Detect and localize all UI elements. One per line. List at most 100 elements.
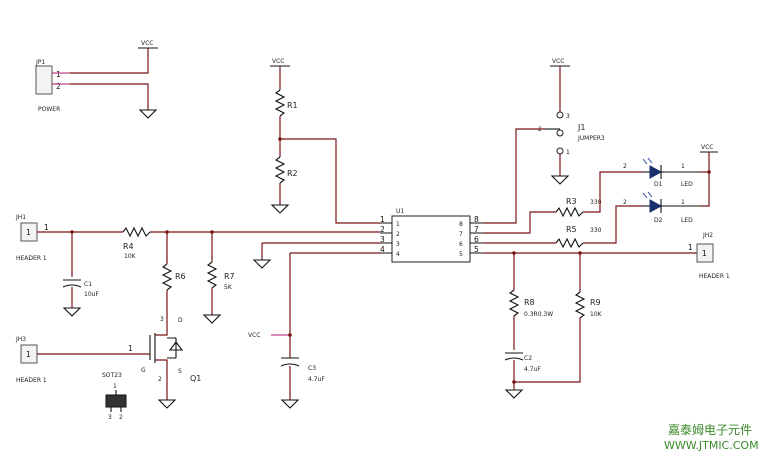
r4-resistor: R4 10K: [122, 226, 151, 260]
sot23-pin-bl: 3: [108, 414, 112, 421]
u1-pin5: 5: [474, 245, 479, 254]
u1-in-pin2: 2: [396, 231, 400, 238]
u1-pin4: 4: [380, 245, 385, 254]
watermark-cn: 嘉泰姆电子元件: [668, 423, 752, 437]
jp1-pin2: 2: [56, 82, 61, 91]
r9-ref: R9: [590, 298, 601, 307]
j1-pin1: 1: [566, 149, 570, 156]
u1-pin3-net: [261, 242, 380, 260]
sot23-label: SOT23: [102, 372, 122, 379]
led-vcc-label: VCC: [701, 144, 713, 151]
jh1-name: HEADER 1: [16, 255, 47, 262]
c3-vcc-label: VCC: [248, 332, 260, 339]
j1-jumper: VCC 3 2 1 J1 JUMPER3: [538, 58, 605, 185]
c1-value: 10uF: [84, 291, 99, 298]
d1-type: LED: [681, 181, 693, 188]
jh3-ref: JH3: [15, 336, 26, 343]
led-vcc-rail: VCC: [700, 144, 718, 207]
d2-pin1: 1: [681, 199, 685, 206]
u1-pin1: 1: [380, 215, 385, 224]
u1-pin6: 6: [474, 235, 479, 244]
d2-type: LED: [681, 217, 693, 224]
r3-value: 330: [590, 199, 602, 206]
sot23-footprint: SOT23 1 3 2: [102, 372, 127, 421]
q1-mark-s: S: [178, 368, 182, 375]
u1-in-pin1: 1: [396, 221, 400, 228]
u1-pin8-net: [484, 128, 545, 224]
u1-ref: U1: [396, 208, 404, 215]
r8-resistor: R8 0.3R0.3W: [508, 253, 553, 350]
jp1-connector: JP1 1 2 POWER: [35, 59, 61, 113]
r9-value: 10K: [590, 311, 603, 318]
u1-pin8: 8: [474, 215, 479, 224]
r6-ref: R6: [175, 272, 186, 281]
jh3-pin-num: 1: [128, 344, 133, 353]
c3-value: 4.7uF: [308, 376, 325, 383]
c3-ref: C3: [308, 365, 316, 372]
jh3-pin-box: 1: [26, 350, 31, 359]
u1-pin2: 2: [380, 225, 385, 234]
d1-pin1: 1: [681, 163, 685, 170]
d1-led: 2 1 D1 LED: [623, 157, 700, 188]
c1-capacitor: C1 10uF: [62, 232, 99, 317]
sot23-pin-top: 1: [113, 383, 117, 390]
jh2-name: HEADER 1: [699, 273, 730, 280]
jh1-connector: JH1 1 1 HEADER 1: [15, 214, 49, 262]
u1-ic: U1 1 2 3 4 8 7 6 5 1 2 3 4 8 7 6 5: [380, 208, 484, 263]
u1-in-pin6: 6: [459, 241, 463, 248]
j1-vcc-label: VCC: [552, 58, 564, 65]
u1-pin7-net: [484, 171, 643, 234]
c2-capacitor: C2 4.7uF: [504, 352, 541, 399]
u1-pin6-net: [484, 205, 643, 244]
sot23-pin-br: 2: [119, 414, 123, 421]
r7-resistor: R7 5K: [202, 232, 235, 324]
jp1-ref: JP1: [35, 59, 45, 66]
q1-pin-drain: 3: [160, 316, 164, 323]
u1-pin7: 7: [474, 225, 479, 234]
d1-pin2: 2: [623, 163, 627, 170]
q1-ref: Q1: [190, 374, 201, 383]
r7-value: 5K: [224, 284, 233, 291]
jh3-connector: JH3 1 1 HEADER 1: [15, 336, 133, 384]
r6-resistor: R6: [161, 232, 186, 318]
jh2-connector: 1 JH2 1 HEADER 1: [688, 232, 730, 280]
u1-in-pin8: 8: [459, 221, 463, 228]
r1-ref: R1: [287, 101, 298, 110]
jp1-pin1: 1: [56, 70, 61, 79]
r9-resistor: R9 10K: [514, 253, 603, 383]
jp1-vcc-label: VCC: [141, 40, 153, 47]
watermark-url: WWW.JTMIC.COM: [664, 439, 759, 452]
q1-pin-source: 2: [158, 376, 162, 383]
jh2-pin-box: 1: [702, 249, 707, 258]
jh1-pin-box: 1: [26, 228, 31, 237]
jh2-ref: JH2: [702, 232, 713, 239]
u1-pin4-net: [289, 252, 380, 358]
r2-ref: R2: [287, 169, 298, 178]
c2-value: 4.7uF: [524, 366, 541, 373]
r3-ref: R3: [566, 197, 577, 206]
d2-ref: D2: [654, 217, 663, 224]
r5-value: 330: [590, 227, 602, 234]
u1-in-pin4: 4: [396, 251, 400, 258]
r4-ref: R4: [123, 242, 134, 251]
r3-resistor: R3 330: [555, 197, 602, 218]
d1-ref: D1: [654, 181, 663, 188]
jh1-ref: JH1: [15, 214, 26, 221]
q1-mosfet: 3 D S G 2 Q1: [141, 316, 201, 409]
jh3-name: HEADER 1: [16, 377, 47, 384]
q1-mark-g: G: [141, 367, 146, 374]
c3-capacitor: VCC C3 4.7uF: [248, 332, 325, 409]
r8-ref: R8: [524, 298, 535, 307]
jh2-pin-num: 1: [688, 243, 693, 252]
j1-name: JUMPER3: [577, 135, 605, 142]
r7-ref: R7: [224, 272, 235, 281]
r1-vcc-label: VCC: [272, 58, 284, 65]
j1-ref: J1: [577, 123, 585, 132]
jp1-wires: VCC: [52, 40, 158, 119]
d2-pin2: 2: [623, 199, 627, 206]
u1-pin3: 3: [380, 235, 385, 244]
j1-pin3: 3: [566, 113, 570, 120]
u1-in-pin5: 5: [459, 251, 463, 258]
r5-ref: R5: [566, 225, 577, 234]
